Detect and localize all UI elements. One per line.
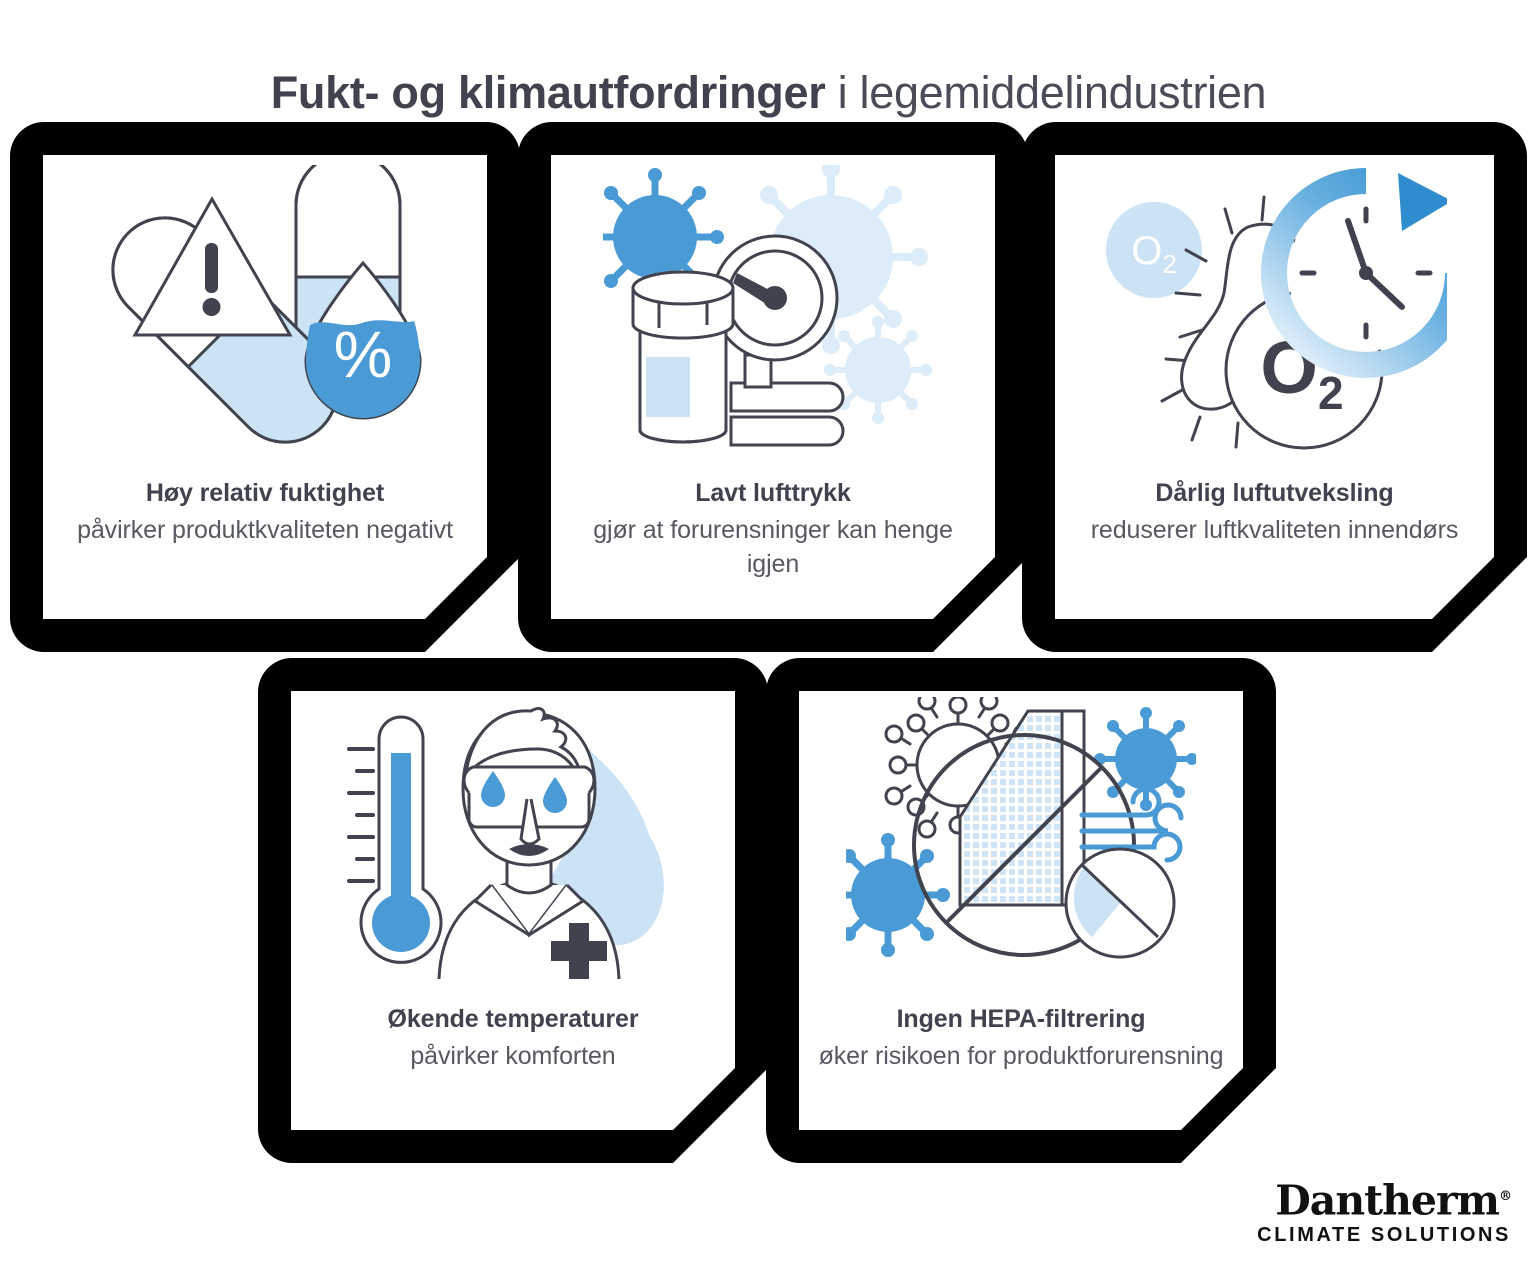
card-inner: % Høy relativ fuktighet påvirker produkt… <box>43 155 487 619</box>
card-inner: Økende temperaturer påvirker komforten <box>291 691 735 1130</box>
card-text: Økende temperaturer påvirker komforten <box>291 1003 735 1073</box>
pressure-gauge-virus-icon <box>551 155 995 475</box>
card-subtitle: påvirker komforten <box>410 1042 616 1070</box>
thermometer-worker-heat-icon <box>291 691 735 991</box>
svg-text:%: % <box>334 317 393 391</box>
card-text: Lavt lufttrykk gjør at forurensninger ka… <box>551 477 995 581</box>
card-ingen-hepa-filtrering[interactable]: Ingen HEPA-filtrering øker risikoen for … <box>766 658 1276 1163</box>
pills-warning-humidity-icon: % <box>43 155 487 475</box>
card-subtitle: reduserer luftkvaliteten innendørs <box>1090 516 1459 544</box>
hepa-filter-prohibited-icon <box>799 691 1243 991</box>
card-inner: O2 <box>1055 155 1494 619</box>
card-okende-temperaturer[interactable]: Økende temperaturer påvirker komforten <box>258 658 768 1163</box>
logo-tagline: CLIMATE SOLUTIONS <box>1257 1224 1511 1246</box>
oxygen-bacteria-clock-icon: O2 <box>1055 155 1494 475</box>
card-inner: Ingen HEPA-filtrering øker risikoen for … <box>799 691 1243 1130</box>
card-title: Ingen HEPA-filtrering <box>896 1005 1146 1033</box>
logo-wordmark: Dantherm® <box>1275 1176 1512 1225</box>
card-title: Økende temperaturer <box>387 1005 639 1033</box>
card-inner: Lavt lufttrykk gjør at forurensninger ka… <box>551 155 995 619</box>
registered-trademark-icon: ® <box>1499 1189 1512 1205</box>
card-text: Ingen HEPA-filtrering øker risikoen for … <box>799 1003 1243 1073</box>
dantherm-logo: Dantherm® CLIMATE SOLUTIONS <box>1257 1176 1512 1247</box>
card-title: Høy relativ fuktighet <box>145 479 385 507</box>
page-title-light: i legemiddelindustrien <box>825 67 1267 119</box>
card-subtitle: påvirker produktkvaliteten negativt <box>77 516 453 544</box>
card-subtitle: gjør at forurensninger kan henge igjen <box>593 516 953 578</box>
card-subtitle: øker risikoen for produktforurensning <box>818 1042 1224 1070</box>
page-title-bold: Fukt- og klimautfordringer <box>270 67 826 119</box>
page-title: Fukt- og klimautfordringer i legemiddeli… <box>0 64 1537 122</box>
card-title: Dårlig luftutveksling <box>1155 479 1394 507</box>
card-text: Dårlig luftutveksling reduserer luftkval… <box>1055 477 1494 547</box>
card-title: Lavt lufttrykk <box>695 479 851 507</box>
card-text: Høy relativ fuktighet påvirker produktkv… <box>43 477 487 547</box>
card-darlig-luftutveksling[interactable]: O2 <box>1022 122 1527 652</box>
card-lavt-lufttrykk[interactable]: Lavt lufttrykk gjør at forurensninger ka… <box>518 122 1028 652</box>
logo-word-text: Dantherm <box>1275 1177 1500 1225</box>
card-hoy-relativ-fuktighet[interactable]: % Høy relativ fuktighet påvirker produkt… <box>10 122 520 652</box>
